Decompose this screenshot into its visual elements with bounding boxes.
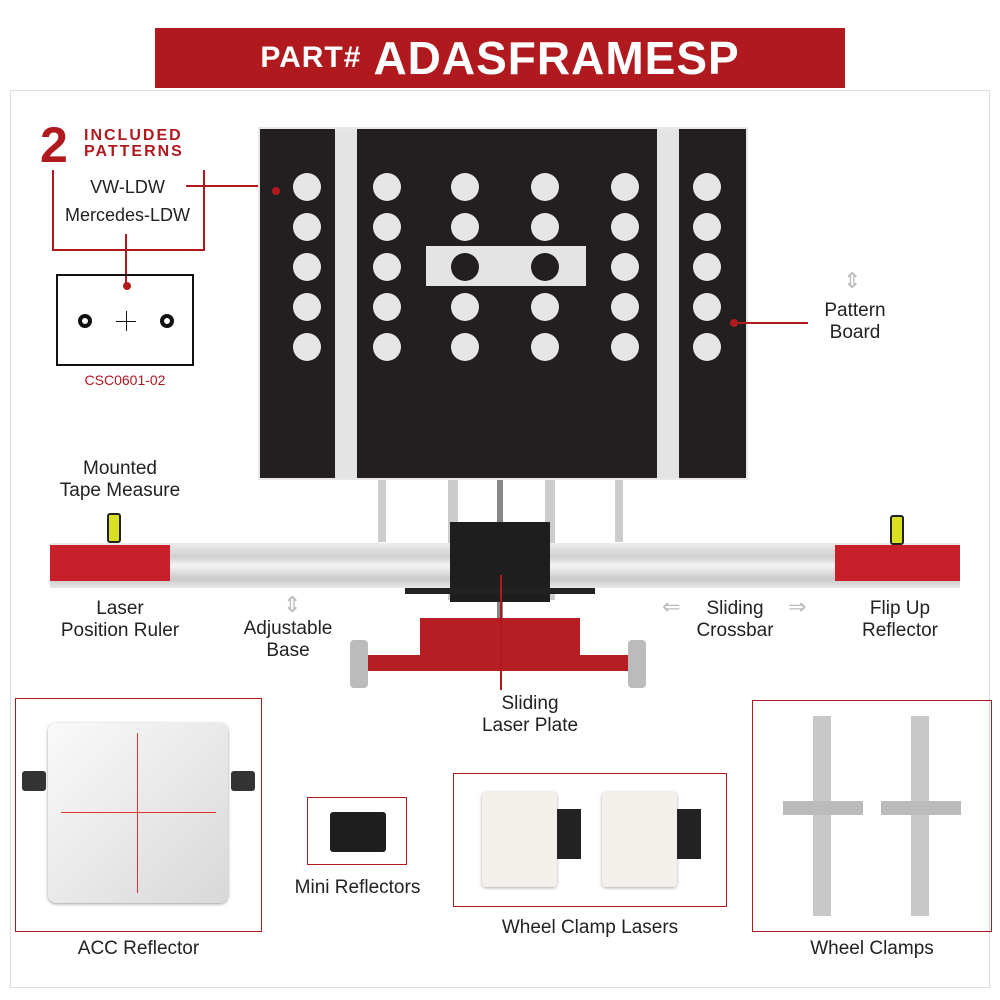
patterns-title: INCLUDED PATTERNS (84, 128, 184, 160)
label-wheel-clamps: Wheel Clamps (810, 938, 934, 959)
pattern-dot (531, 173, 559, 201)
pattern-dot (451, 333, 479, 361)
acc-reflector-box (15, 698, 262, 932)
mini-reflectors-box (307, 797, 407, 865)
updown-arrow-icon: ⇕ (283, 592, 302, 617)
pattern-dot (293, 173, 321, 201)
pattern-dot (693, 173, 721, 201)
content-frame (10, 90, 990, 988)
pattern-dot (373, 293, 401, 321)
pattern-dot (451, 173, 479, 201)
pattern-board (258, 127, 748, 480)
pattern-dot (293, 213, 321, 241)
part-number-banner: PART# ADASFRAMESP (155, 28, 845, 88)
label-wheel-clamp-lasers: Wheel Clamp Lasers (501, 917, 679, 938)
connector-line-board (186, 185, 272, 187)
laser-plate-line (500, 575, 502, 690)
pattern-dot (693, 253, 721, 281)
patterns-title-line1: INCLUDED (84, 127, 183, 144)
wheel-clamp-lasers-box (453, 773, 727, 907)
pattern-dot (373, 253, 401, 281)
pattern-dot (293, 333, 321, 361)
wheel-clamps-box (752, 700, 992, 932)
label-mini-reflectors: Mini Reflectors (294, 877, 421, 898)
part-number: ADASFRAMESP (373, 32, 740, 84)
pattern-dot (693, 333, 721, 361)
pattern-dot (293, 293, 321, 321)
tape-measure-icon (107, 513, 121, 543)
pattern-count: 2 (40, 117, 68, 173)
right-arrow-icon: ⇒ (788, 594, 807, 619)
laser-position-ruler-left[interactable] (50, 545, 170, 581)
target-code: CSC0601-02 (84, 372, 166, 388)
pattern-dot (611, 213, 639, 241)
label-acc-reflector: ACC Reflector (77, 938, 200, 959)
patterns-title-line2: PATTERNS (84, 143, 184, 160)
pattern-dot (611, 173, 639, 201)
pattern-dot (611, 293, 639, 321)
pattern-dot (451, 213, 479, 241)
bracket-left (52, 170, 54, 250)
pattern-dot (531, 213, 559, 241)
bracket-right (203, 170, 205, 250)
center-bar (426, 246, 586, 286)
pattern-dot (531, 333, 559, 361)
pattern-dot (693, 213, 721, 241)
part-prefix: PART# (260, 41, 362, 74)
pattern-board-line (738, 322, 808, 324)
pattern-dot (451, 293, 479, 321)
pattern-dot (373, 333, 401, 361)
pattern-dot (693, 293, 721, 321)
pattern-dot (531, 293, 559, 321)
pattern-dot (293, 253, 321, 281)
pattern-dot (611, 333, 639, 361)
target-card (56, 274, 194, 366)
pattern-dot (611, 253, 639, 281)
flip-reflector-icon (890, 515, 904, 545)
pattern-item: Mercedes-LDW (64, 205, 191, 225)
pattern-item: VW-LDW (90, 177, 165, 197)
connector-line (125, 234, 127, 284)
left-arrow-icon: ⇐ (662, 594, 681, 619)
pattern-dot (373, 173, 401, 201)
bracket-bottom (52, 249, 205, 251)
up-arrow-icon: ⇕ (843, 268, 862, 293)
pattern-dot (373, 213, 401, 241)
laser-position-ruler-right[interactable] (835, 545, 960, 581)
